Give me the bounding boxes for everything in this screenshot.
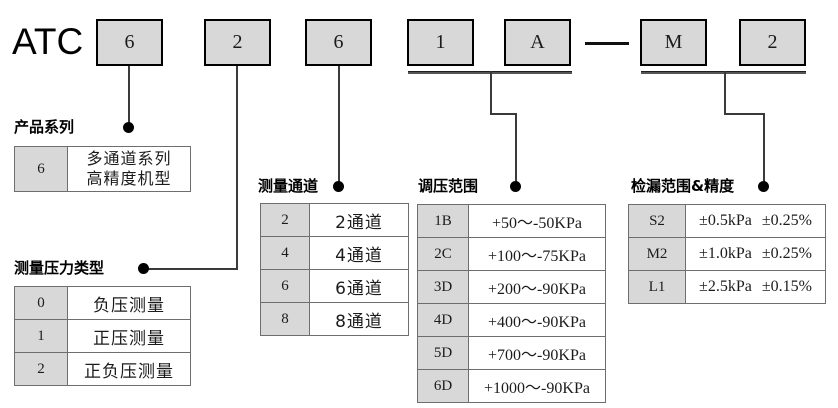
connector-channels-vertical bbox=[338, 66, 340, 184]
cell-value: +50～-50KPa bbox=[468, 204, 606, 238]
cell-value: ±0.5kPa ±0.25% bbox=[685, 204, 826, 238]
table-leak-range-accuracy: S2 ±0.5kPa ±0.25% M2 ±1.0kPa ±0.25% L1 ±2.… bbox=[628, 204, 826, 304]
table-measure-channel: 2 2通道 4 4通道 6 6通道 8 8通道 bbox=[260, 203, 409, 336]
caption-pressure-type: 测量压力类型 bbox=[14, 259, 105, 277]
cell-value: +700～-90KPa bbox=[468, 336, 606, 370]
cell-value: 2通道 bbox=[309, 203, 409, 237]
cell-key: 6 bbox=[14, 146, 68, 192]
code-box-series[interactable]: 6 bbox=[96, 19, 163, 66]
cell-key: 8 bbox=[260, 302, 310, 336]
connector-leak-vertical-2 bbox=[763, 113, 765, 186]
cell-value: 正负压测量 bbox=[67, 352, 191, 386]
table-pressure-range: 1B +50～-50KPa 2C +100～-75KPa 3D +200～-90… bbox=[417, 204, 606, 403]
connector-channels-dot bbox=[333, 181, 344, 192]
cell-key: 4 bbox=[260, 236, 310, 270]
cell-key: 6 bbox=[260, 269, 310, 303]
cell-value: 8通道 bbox=[309, 302, 409, 336]
cell-value: 正压测量 bbox=[67, 319, 191, 353]
caption-pressure-range: 调压范围 bbox=[418, 177, 479, 195]
cell-key: L1 bbox=[628, 270, 686, 304]
connector-leak-jog bbox=[724, 113, 765, 115]
cell-key: 1B bbox=[417, 204, 469, 238]
cell-leak-range: ±0.5kPa bbox=[699, 212, 752, 229]
cell-value-line1: 多通道系列 bbox=[86, 149, 172, 168]
caption-leak-range-accuracy: 检漏范围&精度 bbox=[631, 177, 735, 195]
cell-leak-range: ±2.5kPa bbox=[699, 278, 752, 295]
table-row[interactable]: 6 多通道系列 高精度机型 bbox=[14, 146, 191, 192]
cell-key: M2 bbox=[628, 237, 686, 271]
cell-value: 4通道 bbox=[309, 236, 409, 270]
table-row[interactable]: M2 ±1.0kPa ±0.25% bbox=[628, 237, 826, 271]
cell-value: 负压测量 bbox=[67, 286, 191, 320]
brand-label: ATC bbox=[12, 21, 84, 62]
cell-value: ±1.0kPa ±0.25% bbox=[685, 237, 826, 271]
cell-leak-accuracy: ±0.25% bbox=[761, 212, 812, 229]
cell-value-line2: 高精度机型 bbox=[86, 169, 172, 188]
cell-leak-range: ±1.0kPa bbox=[699, 245, 752, 262]
separator-dash bbox=[585, 42, 629, 45]
cell-leak-accuracy: ±0.25% bbox=[761, 245, 812, 262]
connector-series-vertical bbox=[128, 66, 130, 125]
caption-product-series: 产品系列 bbox=[14, 118, 75, 136]
cell-key: 6D bbox=[417, 369, 469, 403]
connector-pressure-range-dot bbox=[510, 181, 521, 192]
table-row[interactable]: 1 正压测量 bbox=[14, 319, 191, 353]
cell-value: 多通道系列 高精度机型 bbox=[67, 146, 191, 192]
table-row[interactable]: 1B +50～-50KPa bbox=[417, 204, 606, 238]
table-row[interactable]: 4D +400～-90KPa bbox=[417, 303, 606, 337]
cell-value: +200～-90KPa bbox=[468, 270, 606, 304]
cell-key: 1 bbox=[14, 319, 68, 353]
cell-value: +400～-90KPa bbox=[468, 303, 606, 337]
cell-key: 4D bbox=[417, 303, 469, 337]
cell-key: S2 bbox=[628, 204, 686, 238]
code-box-pressure-type[interactable]: 2 bbox=[204, 19, 271, 66]
connector-pressure-type-horizontal bbox=[143, 268, 238, 270]
cell-key: 5D bbox=[417, 336, 469, 370]
table-row[interactable]: 6 6通道 bbox=[260, 269, 409, 303]
code-box-leak-range[interactable]: M bbox=[640, 19, 707, 66]
connector-pressure-range-vertical-1 bbox=[490, 71, 492, 114]
code-box-channels[interactable]: 6 bbox=[305, 19, 372, 66]
connector-series-dot bbox=[123, 122, 134, 133]
table-row[interactable]: 8 8通道 bbox=[260, 302, 409, 336]
connector-pressure-range-vertical-2 bbox=[515, 113, 517, 186]
cell-key: 3D bbox=[417, 270, 469, 304]
cell-key: 0 bbox=[14, 286, 68, 320]
connector-leak-dot bbox=[758, 181, 769, 192]
table-row[interactable]: 2 正负压测量 bbox=[14, 352, 191, 386]
cell-value: ±2.5kPa ±0.15% bbox=[685, 270, 826, 304]
code-box-pressure-range-suffix[interactable]: A bbox=[504, 19, 571, 66]
table-row[interactable]: S2 ±0.5kPa ±0.25% bbox=[628, 204, 826, 238]
connector-pressure-type-dot bbox=[138, 263, 149, 274]
connector-pressure-range-jog bbox=[490, 113, 517, 115]
caption-measure-channel: 测量通道 bbox=[258, 177, 319, 195]
connector-leak-vertical-1 bbox=[724, 71, 726, 114]
table-row[interactable]: 5D +700～-90KPa bbox=[417, 336, 606, 370]
cell-key: 2 bbox=[260, 203, 310, 237]
table-row[interactable]: 4 4通道 bbox=[260, 236, 409, 270]
table-row[interactable]: 2 2通道 bbox=[260, 203, 409, 237]
table-row[interactable]: 3D +200～-90KPa bbox=[417, 270, 606, 304]
table-row[interactable]: 6D +1000～-90KPa bbox=[417, 369, 606, 403]
table-pressure-type: 0 负压测量 1 正压测量 2 正负压测量 bbox=[14, 286, 191, 386]
table-row[interactable]: 2C +100～-75KPa bbox=[417, 237, 606, 271]
table-product-series: 6 多通道系列 高精度机型 bbox=[14, 146, 191, 192]
cell-value: +1000～-90KPa bbox=[468, 369, 606, 403]
table-row[interactable]: 0 负压测量 bbox=[14, 286, 191, 320]
cell-value: 6通道 bbox=[309, 269, 409, 303]
cell-key: 2 bbox=[14, 352, 68, 386]
connector-pressure-type-vertical bbox=[236, 66, 238, 269]
code-box-leak-accuracy[interactable]: 2 bbox=[739, 19, 806, 66]
table-row[interactable]: L1 ±2.5kPa ±0.15% bbox=[628, 270, 826, 304]
cell-key: 2C bbox=[417, 237, 469, 271]
connector-leak-bracket bbox=[641, 71, 806, 74]
code-box-pressure-range[interactable]: 1 bbox=[407, 19, 474, 66]
cell-leak-accuracy: ±0.15% bbox=[761, 278, 812, 295]
cell-value: +100～-75KPa bbox=[468, 237, 606, 271]
